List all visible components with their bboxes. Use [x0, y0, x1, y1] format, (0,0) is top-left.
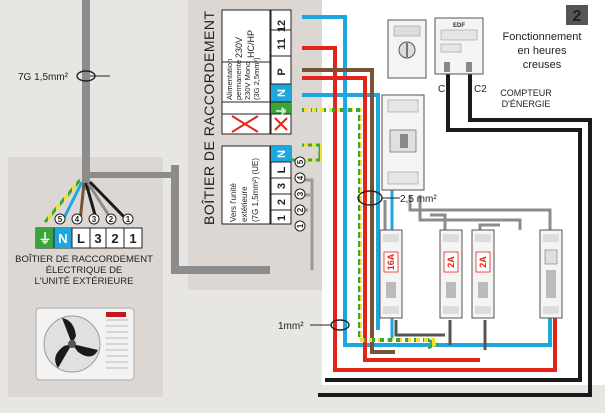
- outdoor-terminal-3: 3: [94, 231, 101, 246]
- outdoor-num-2: 2: [109, 215, 114, 224]
- differential-breaker: [381, 94, 425, 191]
- outdoor-terminal-2: 2: [111, 231, 118, 246]
- wire-black-c2: [318, 72, 592, 397]
- panel-number: 2: [573, 8, 582, 25]
- ue-num-5: 5: [296, 159, 305, 164]
- outdoor-terminal-1: 1: [129, 231, 136, 246]
- outdoor-terminal-earth: ⏚: [38, 231, 51, 246]
- contactor-relay: [539, 229, 563, 319]
- cable-label-1: 1mm²: [278, 321, 304, 332]
- compteur-meter: [434, 17, 484, 75]
- terminal-11: 11: [276, 38, 288, 50]
- wire-blue-11: [302, 15, 552, 347]
- grey-distribution: [383, 195, 552, 230]
- outdoor-label-3: L'UNITÉ EXTÉRIEURE: [35, 276, 134, 287]
- outdoor-num-4: 4: [75, 215, 80, 224]
- cable-7g-to-boitier: [171, 165, 270, 274]
- ue-num-1: 1: [296, 223, 305, 228]
- ue-terminal-n: N: [276, 150, 288, 158]
- outdoor-terminal-strip: [35, 227, 143, 249]
- alim-label-1: Alimentation: [225, 59, 234, 100]
- outdoor-label-1: BOÎTIER DE RACCORDEMENT: [15, 254, 153, 265]
- breaker-2a-1: [439, 229, 463, 319]
- breaker-16a-label: 16A: [386, 253, 396, 270]
- wire-brown: [302, 68, 395, 354]
- terminal-earth-top: ⏚: [275, 106, 288, 117]
- compteur-c2: C2: [474, 84, 487, 95]
- top-terminal-column: [270, 9, 292, 135]
- boitier-ue-block: [221, 145, 292, 225]
- ue-label-2: extérieure: [240, 186, 249, 222]
- wire-red-12: [302, 46, 557, 372]
- wire-earth-ue: [292, 143, 322, 162]
- outdoor-terminal-l: L: [77, 231, 85, 246]
- outdoor-terminal-n: N: [58, 231, 67, 246]
- ue-terminal-3: 3: [276, 183, 288, 189]
- ue-terminal-2: 2: [276, 199, 288, 205]
- outdoor-num-5: 5: [58, 215, 63, 224]
- wire-black-c1: [325, 72, 582, 382]
- alim-label-2: permanente: [234, 60, 243, 100]
- outdoor-wire-numbers: [54, 213, 134, 225]
- compteur-label-2: D'ÉNERGIE: [502, 99, 551, 109]
- alim-label-4: (3G 2,5mm²): [252, 57, 261, 100]
- breaker-16a: [379, 229, 403, 319]
- breaker-2a-2-label: 2A: [478, 256, 488, 268]
- outdoor-label-2: ÉLECTRIQUE DE: [46, 265, 123, 276]
- compteur-label-1: COMPTEUR: [500, 88, 552, 98]
- boitier-title: BOÎTIER DE RACCORDEMENT: [201, 10, 217, 225]
- compteur-brand: EDF: [453, 23, 465, 29]
- breaker-2a-2: [471, 229, 495, 319]
- ue-wire-numbers: [294, 156, 306, 232]
- terminal-12: 12: [276, 20, 288, 32]
- ue-label-3: (7G 1,5mm²) (UE): [251, 158, 260, 222]
- ue-terminal-l: L: [276, 166, 288, 173]
- earth-end: [427, 338, 440, 350]
- black-distribution: [394, 320, 487, 350]
- ue-label-1: Vers l'unité: [229, 183, 238, 222]
- hc-label-1: 230V: [234, 37, 244, 58]
- cable-label-25: 2,5 mm²: [400, 194, 437, 205]
- ue-terminal-1: 1: [276, 215, 288, 221]
- mode-line-3: creuses: [523, 59, 562, 71]
- compteur-c1: C1: [438, 84, 451, 95]
- boitier-top-block: [221, 9, 271, 135]
- interrupteur-module: [387, 19, 427, 79]
- breaker-2a-1-label: 2A: [446, 256, 456, 268]
- outdoor-num-1: 1: [126, 215, 131, 224]
- ue-num-3: 3: [296, 191, 305, 196]
- panel-number-badge: [566, 5, 588, 25]
- terminal-p: P: [276, 68, 288, 75]
- wire-earth: [302, 108, 435, 342]
- outdoor-num-3: 3: [92, 215, 97, 224]
- terminal-n-top: N: [276, 89, 288, 97]
- ue-num-4: 4: [296, 175, 305, 180]
- wire-red-l: [302, 76, 480, 362]
- alim-label-3: 230V Mono: [243, 62, 252, 100]
- ue-num-2: 2: [296, 207, 305, 212]
- mode-line-2: en heures: [518, 45, 567, 57]
- hc-label-2: HC/HP: [246, 30, 256, 58]
- wire-blue-n: [302, 93, 380, 330]
- mode-line-1: Fonctionnement: [503, 31, 582, 43]
- outdoor-unit: [35, 307, 135, 381]
- cable-label-7g: 7G 1,5mm²: [18, 72, 69, 83]
